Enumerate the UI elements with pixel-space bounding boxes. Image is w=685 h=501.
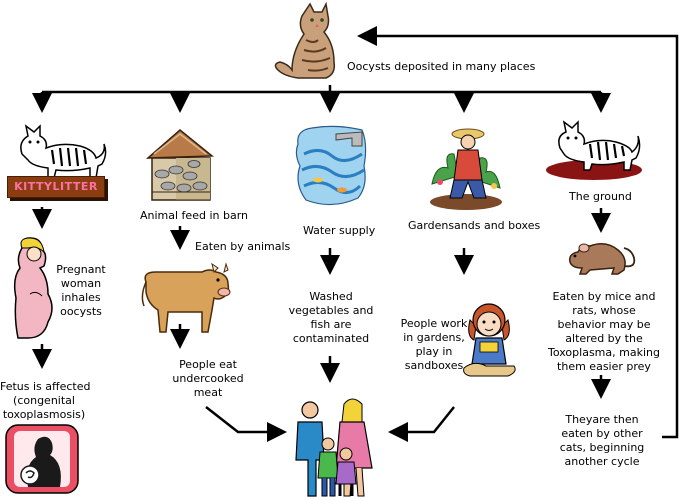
kittylitter-box: KITTYLITTER — [7, 176, 105, 198]
rat-icon — [568, 243, 636, 275]
gardensands-label: Gardensands and boxes — [408, 219, 541, 232]
cats-line: cats, beginning — [559, 441, 645, 454]
people-work-line: play in — [415, 345, 453, 358]
people-eat-line: meat — [193, 386, 223, 399]
people-eat-line: People eat — [179, 358, 237, 371]
cats-cycle-text: Theyare then eaten by other cats, beginn… — [552, 413, 652, 469]
fetus-silhouette-icon — [5, 424, 79, 494]
people-work-line: in gardens, — [403, 331, 465, 344]
cats-line: Theyare then — [565, 413, 639, 426]
family-icon — [295, 398, 373, 497]
fetus-line: toxoplasmosis) — [2, 408, 86, 421]
ground-label: The ground — [569, 190, 632, 203]
litter-cat-icon — [20, 124, 107, 179]
water-supply-label: Water supply — [303, 224, 376, 237]
arrow-cycle-return — [357, 26, 679, 439]
mice-line: rats, whose — [572, 304, 636, 317]
people-work-text: People work in gardens, play in sandboxe… — [398, 317, 470, 373]
mice-line: behavior may be — [557, 318, 651, 331]
ground-cat-icon — [546, 120, 642, 180]
people-eat-text: People eat undercooked meat — [168, 358, 248, 400]
mice-line: altered by the — [565, 332, 643, 345]
fetus-line: Fetus is affected — [0, 380, 91, 393]
arrow-meat-to-family — [205, 406, 287, 442]
pregnant-line: Pregnant — [56, 263, 106, 276]
washed-text: Washed vegetables and fish are contamina… — [286, 290, 376, 346]
water-supply-icon — [295, 125, 367, 206]
fetus-line: (congenital — [13, 394, 75, 407]
people-work-line: sandboxes — [404, 359, 464, 372]
eaten-by-animals-label: Eaten by animals — [195, 240, 291, 253]
sitting-cat-icon — [274, 1, 336, 79]
child-playing-icon — [463, 303, 516, 377]
washed-line: fish are — [310, 318, 352, 331]
pregnant-line: inhales — [61, 291, 101, 304]
people-work-line: People work — [400, 317, 468, 330]
pregnant-line: woman — [60, 277, 102, 290]
arrows — [32, 26, 679, 442]
arrow-work-to-family — [388, 406, 455, 442]
mice-line: them easier prey — [557, 360, 651, 373]
animal-feed-label: Animal feed in barn — [140, 209, 248, 222]
pregnant-woman-text: Pregnant woman inhales oocysts — [56, 263, 106, 319]
cats-line: another cycle — [564, 455, 640, 468]
kittylitter-label: KITTYLITTER — [14, 180, 98, 193]
washed-line: contaminated — [292, 332, 370, 345]
pregnant-woman-icon — [13, 237, 53, 339]
fetus-text: Fetus is affected (congenital toxoplasmo… — [0, 380, 91, 422]
mice-line: Toxoplasma, making — [548, 346, 660, 359]
barn-animals-icon — [145, 129, 215, 201]
pregnant-line: oocysts — [60, 305, 102, 318]
washed-line: vegetables and — [288, 304, 374, 317]
cow-icon — [141, 262, 231, 333]
gardener-icon — [430, 128, 502, 210]
washed-line: Washed — [309, 290, 353, 303]
cats-line: eaten by other — [561, 427, 643, 440]
mice-line: Eaten by mice and — [552, 290, 656, 303]
mice-text: Eaten by mice and rats, whose behavior m… — [548, 290, 660, 374]
oocysts-label: Oocysts deposited in many places — [347, 60, 536, 73]
people-eat-line: undercooked — [172, 372, 244, 385]
